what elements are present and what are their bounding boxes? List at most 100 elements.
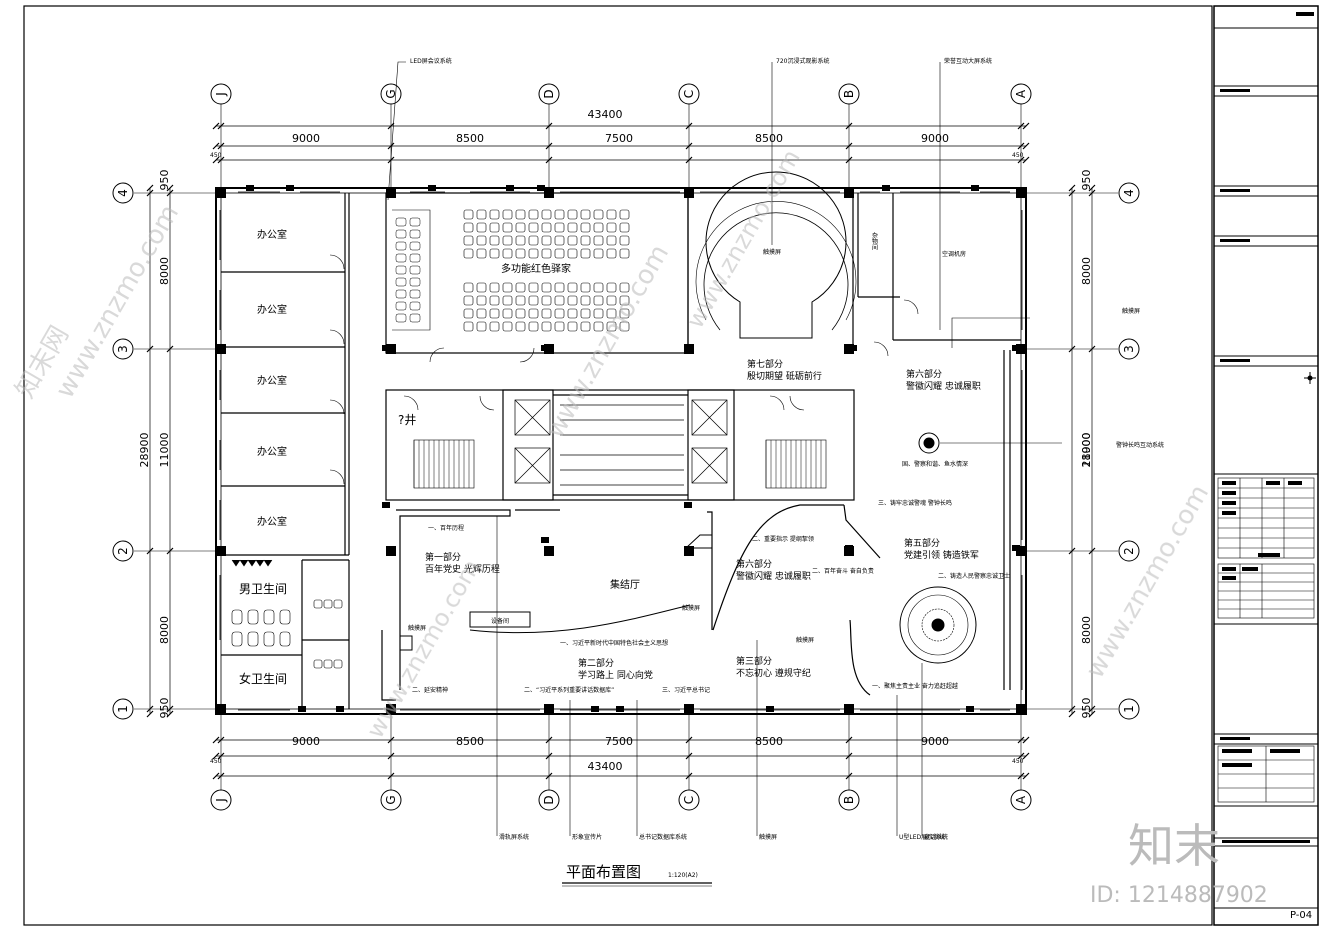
bottom-callout-2: 总书记数据库系统 (639, 833, 687, 841)
column-extra-20 (966, 706, 974, 712)
grid-bubble-bottom-A-ring (1010, 789, 1032, 811)
span-bottom-2: 7500 (605, 735, 633, 748)
note-6: 二、重要指示 提纲挈领 (752, 535, 814, 543)
column-2-3 (544, 704, 554, 714)
grid-bubble-bottom-D-ring (538, 789, 560, 811)
seat (567, 295, 578, 306)
column-extra-6 (541, 537, 549, 543)
office-label-4: 办公室 (257, 445, 287, 458)
grid-bubble-top-C: C (678, 83, 700, 105)
grid-bubble-right-2: 2 (1118, 540, 1140, 562)
urinal-wall (247, 559, 257, 567)
vspan-right-4: 950 (1080, 698, 1093, 719)
grid-bubble-left-2-label: 2 (116, 547, 130, 555)
column-extra-19 (766, 706, 774, 712)
seat (489, 295, 500, 306)
section-title-0: 第一部分 (425, 551, 461, 563)
seat (463, 282, 474, 293)
touch-note-3: 触摸屏 (682, 604, 700, 612)
seat (515, 295, 526, 306)
column-4-0 (844, 188, 854, 198)
grid-bubble-top-J-label: J (214, 92, 228, 97)
seat (580, 295, 591, 306)
seat (476, 248, 487, 259)
column-extra-5 (382, 502, 390, 508)
round-table-feature (899, 586, 977, 664)
urinal (333, 599, 343, 609)
stair-treads-right (765, 440, 822, 488)
toilet (247, 631, 259, 647)
podium-seat (409, 217, 421, 227)
column-3-3 (684, 704, 694, 714)
vspan-right-3: 8000 (1080, 616, 1093, 644)
seat (541, 295, 552, 306)
seat (593, 308, 604, 319)
grid-bubble-left-4: 4 (112, 182, 134, 204)
seat (502, 308, 513, 319)
equip-label: 设备间 (491, 617, 509, 625)
grid-bubble-bottom-A: A (1010, 789, 1032, 811)
seat (606, 248, 617, 259)
seat (554, 282, 565, 293)
callout-immersive: 720沉浸式观影系统 (776, 57, 829, 65)
seat (554, 295, 565, 306)
seat (567, 235, 578, 246)
column-extra-4 (1012, 345, 1020, 351)
dim-tick-v (166, 710, 174, 718)
dim-tick (1022, 752, 1030, 760)
section-subtitle-6: 殷切期望 砥砺前行 (747, 370, 822, 382)
column-extra-1 (541, 345, 549, 351)
seat (528, 282, 539, 293)
toilet (247, 609, 259, 625)
meeting-seats (463, 209, 630, 332)
grid-bubble-bottom-D: D (538, 789, 560, 811)
podium-seat (395, 265, 407, 275)
grid-bubble-right-4-ring (1118, 182, 1140, 204)
seat (619, 295, 630, 306)
dim-edge-br: 450 (1012, 758, 1024, 765)
callout-touch-right: 触摸屏 (1122, 307, 1140, 315)
callout-leaders (387, 61, 1062, 836)
dim-tick-v (166, 184, 174, 192)
note-1: 一、百年历程 (428, 524, 464, 532)
seat (528, 295, 539, 306)
window-marks (215, 187, 1027, 715)
podium-seat (395, 301, 407, 311)
toilet (279, 609, 291, 625)
note-9: 一、聚焦主责主业 奋力追赶超越 (872, 682, 958, 690)
seat (580, 209, 591, 220)
column-1-3 (386, 704, 396, 714)
span-bottom-0: 9000 (292, 735, 320, 748)
seat (476, 308, 487, 319)
note-5: 三、习近平总书记 (662, 686, 710, 694)
dim-edge-bl: 450 (210, 758, 222, 765)
grid-bubble-bottom-B-label: B (842, 796, 856, 804)
note-11: 国、警察和谐、鱼水情深 (902, 460, 968, 468)
toilet (263, 631, 275, 647)
axis-grid-lines (134, 104, 1118, 790)
vspan-right-2: 11000 (1080, 433, 1093, 468)
podium-seat (409, 301, 421, 311)
vspan-left-2: 11000 (158, 433, 171, 468)
seat (502, 282, 513, 293)
seat (619, 222, 630, 233)
dim-tick-v (1088, 710, 1096, 718)
exterior-walls (215, 187, 1027, 715)
urinal-wall (263, 559, 273, 567)
dim-tick-v (146, 184, 154, 192)
seat (476, 282, 487, 293)
bottom-callout-4: U型LED展示系统 (899, 833, 945, 841)
podium-seat (395, 229, 407, 239)
seat (476, 209, 487, 220)
bottom-callout-0: 滑轨屏系统 (499, 833, 529, 841)
section-title-5: 第六部分 (906, 368, 942, 380)
section-title-2: 第三部分 (736, 655, 772, 667)
basin (333, 659, 343, 669)
seat (541, 209, 552, 220)
sheet-number: P-04 (1290, 910, 1312, 921)
dim-tick-v (1088, 184, 1096, 192)
grid-bubble-right-1-label: 1 (1122, 705, 1136, 713)
seat (476, 321, 487, 332)
